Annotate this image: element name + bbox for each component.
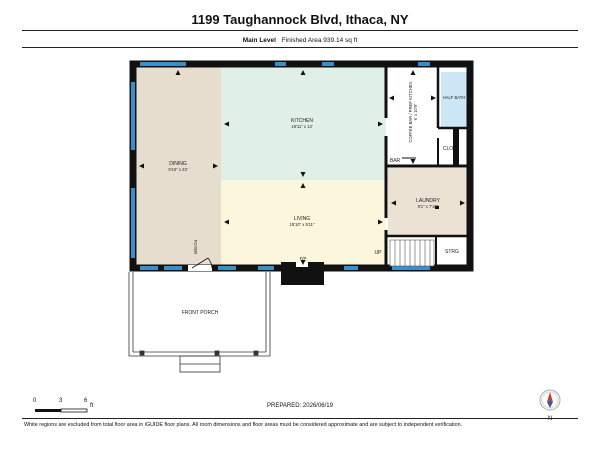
dining-label: DINING (169, 161, 187, 167)
half-bath-label: HALF BATH (443, 95, 466, 100)
half-bath-area (441, 72, 467, 128)
page-title: 1199 Taughannock Blvd, Ithaca, NY (191, 12, 409, 27)
title-rule-top (22, 30, 578, 31)
laundry-label: LAUNDRY (416, 198, 440, 204)
front-porch-label: FRONT PORCH (182, 310, 219, 316)
scale-mark-6: 6 (84, 398, 88, 404)
title-rule-bottom (22, 47, 578, 48)
compass-north-label: N (548, 416, 552, 422)
level-name: Main Level (242, 37, 276, 44)
dining-dims: 9'10" x 23' (168, 167, 187, 172)
closet-label: CLO (443, 146, 453, 152)
bar-label: BAR (390, 158, 401, 164)
front-door (188, 257, 213, 271)
fireplace (281, 262, 324, 285)
interior-walls (384, 64, 470, 268)
dining-area (136, 67, 221, 268)
laundry-fixture (435, 206, 439, 209)
footer-rule (22, 418, 578, 419)
living-area (221, 180, 386, 268)
scale-mark-3: 3 (59, 398, 63, 404)
compass-icon: N (539, 389, 561, 422)
coffee-bar-label: COFFEE BAR / PREP KITCHEN (408, 81, 413, 142)
windows (131, 62, 430, 270)
finished-area: Finished Area 939.14 sq ft (281, 37, 358, 44)
laundry-area (388, 168, 468, 236)
prepared-date: PREPARED: 2026/06/19 (267, 403, 333, 409)
living-label: LIVING (294, 216, 311, 222)
scale-unit: ft (90, 403, 94, 409)
storage-label: STRG (445, 249, 459, 255)
level-header: Main Level Finished Area 939.14 sq ft (0, 37, 600, 44)
kitchen-label: KITCHEN (291, 118, 313, 124)
stairs-up-label: UP (375, 250, 383, 256)
scale-bar (35, 408, 88, 413)
stairs (389, 239, 435, 267)
foyer-label: FOYER (193, 240, 198, 254)
scale-mark-0: 0 (33, 398, 37, 404)
scale-labels: 0 3 6 ft (28, 398, 108, 409)
laundry-dims: 9'1" x 7'10" (418, 204, 439, 209)
dimension-arrows (139, 70, 465, 265)
living-dims: 18'10" x 9'11" (290, 222, 315, 227)
disclaimer: White regions are excluded from total fl… (24, 422, 463, 428)
coffee-bar-dims: 6' x 10'9" (413, 103, 418, 120)
front-porch (128, 272, 271, 373)
kitchen-area (221, 67, 386, 180)
fireplace-label: F/P (300, 256, 307, 261)
kitchen-dims: 18'11" x 13' (291, 124, 312, 129)
